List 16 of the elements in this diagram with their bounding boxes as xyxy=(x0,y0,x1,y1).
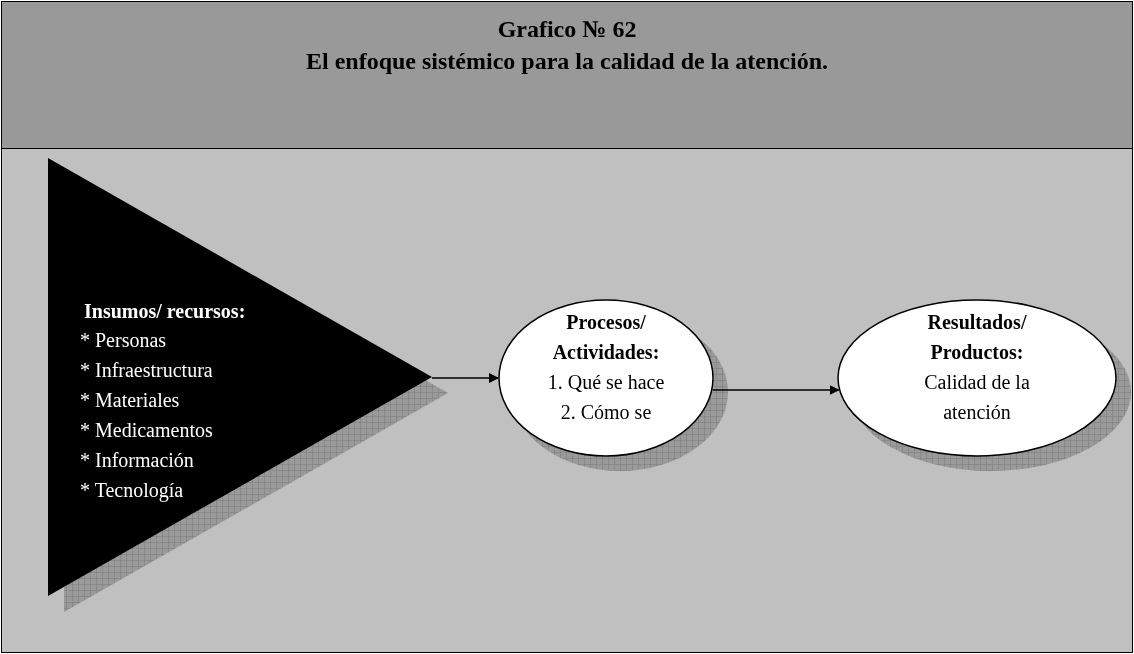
arrow xyxy=(431,373,499,383)
node-text: 2. Cómo se xyxy=(559,400,653,425)
list-item: * Información xyxy=(80,448,194,472)
heading: Procesos/ Actividades: xyxy=(551,310,661,365)
list-item: * Personas xyxy=(80,328,167,352)
node-text: 1. Qué se hace xyxy=(546,370,666,395)
node-text: Calidad de la atención xyxy=(923,370,1031,425)
arrow xyxy=(712,385,840,395)
subtitle: El enfoque sistémico para la calidad de la atención. xyxy=(305,48,829,75)
heading: Resultados/ Productos: xyxy=(926,310,1028,365)
list-item: * Medicamentos xyxy=(80,418,213,442)
list-item: * Tecnología xyxy=(80,478,184,502)
list-item: * Infraestructura xyxy=(80,358,213,382)
heading: Insumos/ recursos: xyxy=(84,299,246,323)
title: Grafico № 62 xyxy=(496,16,638,43)
list-item: * Materiales xyxy=(80,388,180,412)
